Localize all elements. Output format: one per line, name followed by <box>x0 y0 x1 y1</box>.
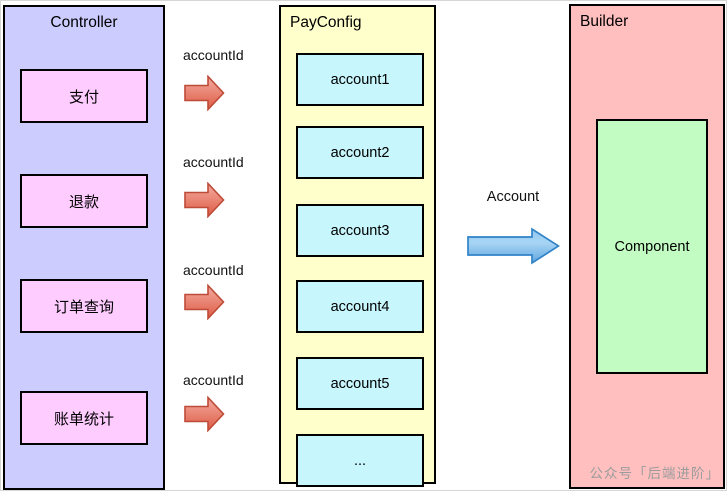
account-id-label-1: accountId <box>183 47 244 63</box>
account-id-label-2: accountId <box>183 154 244 170</box>
controller-item-bill-stats: 账单统计 <box>20 391 148 445</box>
controller-panel: Controller 支付 退款 订单查询 账单统计 <box>3 5 165 490</box>
controller-item-pay: 支付 <box>20 69 148 123</box>
controller-item-refund: 退款 <box>20 174 148 228</box>
right-arrow-icon <box>184 396 225 432</box>
component-box: Component <box>596 119 708 374</box>
payconfig-item-account5: account5 <box>296 357 424 410</box>
payconfig-panel: PayConfig account1 account2 account3 acc… <box>279 5 436 487</box>
payconfig-item-ellipsis: ... <box>296 434 424 487</box>
right-arrow-icon <box>467 227 560 265</box>
payconfig-item-account4: account4 <box>296 280 424 333</box>
right-arrow-icon <box>184 284 225 320</box>
watermark-text: 公众号「后端进阶」 <box>589 466 720 481</box>
builder-title: Builder <box>580 13 629 30</box>
controller-title: Controller <box>50 14 118 31</box>
account-label: Account <box>486 189 540 205</box>
controller-item-order-query: 订单查询 <box>20 279 148 333</box>
payconfig-title: PayConfig <box>290 14 362 31</box>
right-arrow-icon <box>184 75 225 111</box>
payconfig-item-account2: account2 <box>296 126 424 179</box>
account-id-label-4: accountId <box>183 372 244 388</box>
account-id-label-3: accountId <box>183 262 244 278</box>
builder-panel: Builder Component <box>569 4 725 489</box>
payconfig-item-account1: account1 <box>296 53 424 106</box>
payconfig-item-account3: account3 <box>296 204 424 257</box>
right-arrow-icon <box>184 182 225 218</box>
